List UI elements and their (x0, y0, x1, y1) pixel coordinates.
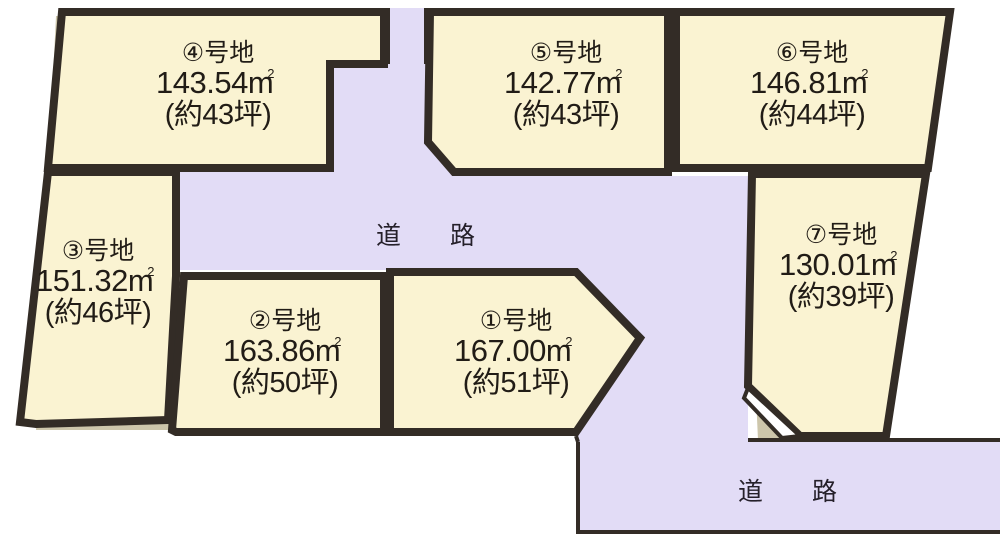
lot-5-shape[interactable] (423, 8, 672, 176)
lot-3-shape[interactable] (15, 168, 180, 429)
lot-7-corner-wedge (741, 384, 805, 441)
road-center-fill (180, 66, 1000, 532)
road-center-shape (180, 8, 1000, 532)
lot-4-shape[interactable] (43, 8, 388, 172)
road-join-outline (574, 435, 580, 443)
road-outlines (386, 8, 1000, 534)
road-neck-fill (388, 8, 426, 70)
lot-shapes (15, 8, 955, 440)
lot-7-shape[interactable] (743, 170, 931, 440)
lot-1-shape[interactable] (386, 268, 646, 436)
lot-2-shape[interactable] (167, 272, 388, 436)
road-south-outline (576, 442, 1000, 534)
lot-6-shape[interactable] (672, 8, 955, 172)
